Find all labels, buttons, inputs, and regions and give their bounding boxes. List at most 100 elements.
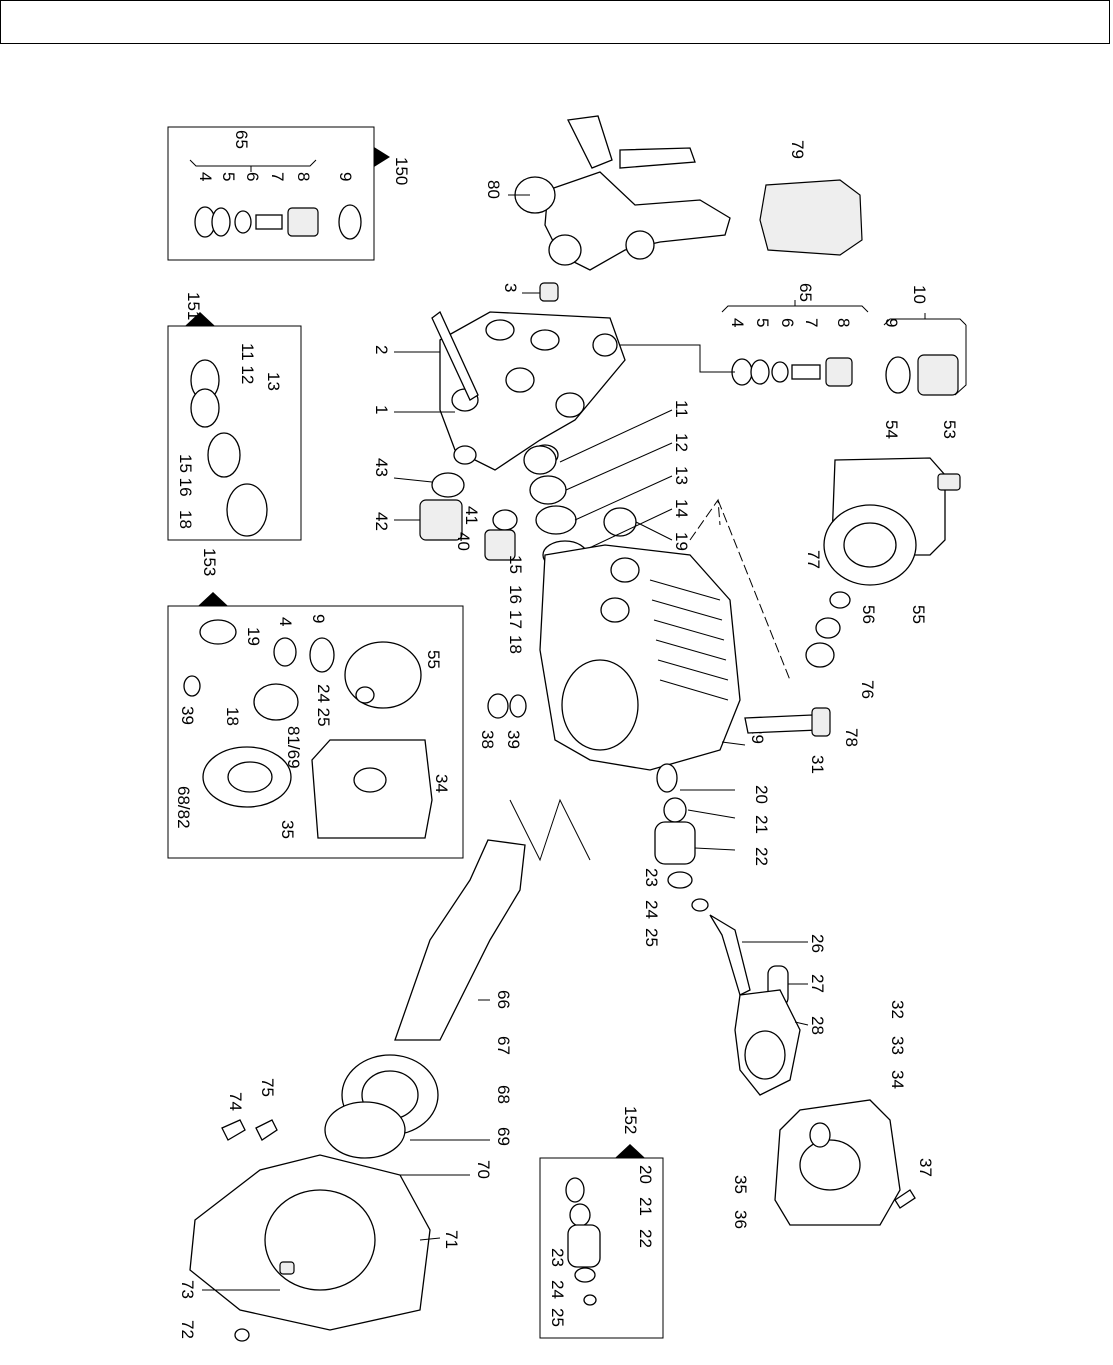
- header-box: [0, 0, 1110, 44]
- kit-box-152: 152 20 21 22 23 24 25: [539, 1106, 664, 1339]
- kit152-washer2: [583, 1294, 597, 1306]
- label-25: 25: [642, 928, 661, 947]
- seal-68-82-inner: [227, 761, 273, 793]
- label-24-k: 24: [548, 1280, 567, 1299]
- seal-stack-12: [529, 475, 567, 505]
- spring-r: [791, 364, 821, 380]
- crankshaft-66: [394, 839, 526, 1041]
- kit152-seal-20: [565, 1177, 585, 1203]
- label-79: 79: [788, 140, 807, 159]
- plunger-rod-26: [709, 914, 751, 996]
- bolt-74: [221, 1119, 246, 1141]
- label-66: 66: [494, 990, 513, 1009]
- washer-24: [691, 898, 709, 912]
- washer-72: [234, 1328, 250, 1342]
- seal-stack-11: [523, 445, 557, 475]
- label-24-25-k: 24 25: [314, 684, 333, 727]
- label-4-r: 4: [728, 318, 747, 327]
- label-35: 35: [731, 1175, 750, 1194]
- plug-3: [539, 282, 559, 302]
- unloader-fitting: [619, 147, 696, 169]
- oring-18: [226, 483, 268, 537]
- label-9: 9: [336, 172, 355, 181]
- crankcase-bore: [561, 659, 639, 751]
- label-72: 72: [178, 1320, 197, 1339]
- seal-4: [273, 637, 297, 667]
- seal-20: [656, 763, 678, 793]
- valve-6: [234, 210, 252, 234]
- label-11: 11: [672, 400, 691, 418]
- knob-79: [759, 179, 863, 256]
- label-20: 20: [752, 785, 771, 804]
- kit152-plunger: [567, 1224, 601, 1268]
- label-80: 80: [484, 180, 503, 199]
- seal-stack-19: [603, 507, 637, 537]
- unloader-inlet: [567, 115, 613, 169]
- label-65: 65: [232, 130, 251, 149]
- label-12: 12: [672, 433, 691, 452]
- label-21: 21: [752, 815, 771, 834]
- flange-71-bore: [264, 1189, 376, 1291]
- cover-window: [799, 1139, 861, 1191]
- seal-77: [815, 617, 841, 639]
- label-35-k: 35: [278, 820, 297, 839]
- kit-label-151: 151: [184, 292, 203, 320]
- seal-13: [190, 388, 220, 428]
- oring-76: [829, 591, 851, 609]
- label-40: 40: [454, 532, 473, 551]
- conrod-eye: [744, 1030, 786, 1080]
- dipstick-31: [744, 714, 819, 734]
- label-36: 36: [731, 1210, 750, 1229]
- valve-group-65: 65 4 5 6 7 8 10 9: [605, 283, 967, 396]
- oring-34: [353, 767, 387, 793]
- washer-23: [667, 871, 693, 889]
- label-1: 1: [372, 405, 391, 414]
- manifold-bore1: [485, 319, 515, 341]
- manifold-head: 2 1 3: [372, 282, 626, 471]
- bolt-37: [894, 1189, 916, 1209]
- label-9-r: 9: [882, 318, 901, 327]
- oring-9-r: [885, 356, 911, 394]
- label-8: 8: [294, 172, 313, 181]
- label-22-k: 22: [636, 1229, 655, 1248]
- cage-r: [825, 357, 853, 387]
- oring-r: [771, 361, 789, 383]
- manifold-bore5: [555, 392, 585, 418]
- ring-78: [805, 642, 835, 668]
- plunger-22: [654, 821, 696, 865]
- crankshaft-group: 66 67 68 69 70 71 73 72 74 75: [178, 798, 591, 1342]
- label-4: 4: [196, 172, 215, 181]
- label-68-82-k: 68/82: [174, 786, 193, 829]
- label-17: 17: [506, 610, 525, 629]
- label-22: 22: [752, 847, 771, 866]
- label-19: 19: [672, 532, 691, 551]
- label-16: 16: [506, 585, 525, 604]
- label-18-k: 18: [176, 510, 195, 529]
- label-77: 77: [804, 550, 823, 569]
- label-2: 2: [372, 345, 391, 354]
- label-78: 78: [842, 728, 861, 747]
- label-38: 38: [478, 730, 497, 749]
- oring-41: [492, 509, 518, 531]
- oring-32: [809, 1122, 831, 1148]
- label-56: 56: [859, 605, 878, 624]
- rear-cover-group: 32 33 34 35 36 37: [731, 1000, 935, 1229]
- seal-21: [663, 797, 687, 823]
- spring-7: [255, 214, 283, 230]
- dipstick-cap: [811, 707, 831, 737]
- label-32: 32: [888, 1000, 907, 1019]
- plug-40: [484, 529, 516, 561]
- plug-10: [917, 354, 959, 396]
- crankcase-cyl1: [610, 557, 640, 583]
- crankcase-29: [539, 544, 741, 771]
- label-10: 10: [910, 285, 929, 304]
- label-25-k: 25: [548, 1308, 567, 1327]
- label-5-r: 5: [753, 318, 772, 327]
- oring-18-k: [253, 683, 299, 721]
- label-55-k: 55: [424, 650, 443, 669]
- manifold-1: [439, 311, 626, 471]
- label-15-16: 15 16: [176, 454, 195, 497]
- label-14: 14: [672, 499, 691, 518]
- oring-9-k: [309, 637, 335, 673]
